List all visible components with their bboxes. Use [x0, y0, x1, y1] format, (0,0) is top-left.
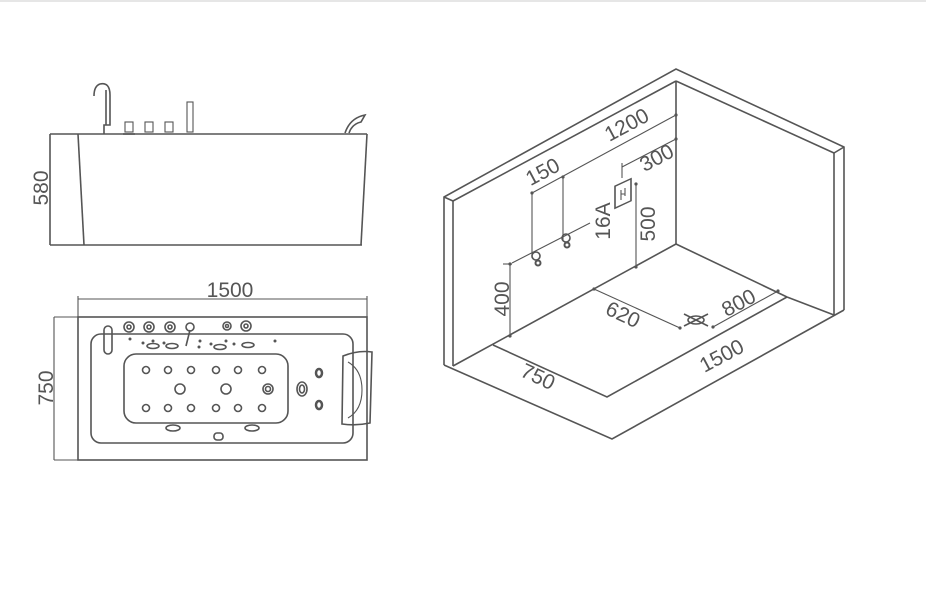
air-jets — [128, 337, 277, 351]
faucet-icon — [93, 82, 111, 134]
top-border — [0, 0, 926, 2]
dim-750-label: 750 — [517, 359, 558, 395]
side-view: 580 — [30, 82, 368, 246]
hand-shower-icon — [186, 101, 194, 133]
height-dimension-label: 580 — [30, 170, 53, 205]
dim-400-label: 400 — [491, 281, 514, 316]
dim-150-label: 150 — [522, 154, 564, 191]
body-jets — [141, 365, 324, 441]
headrest-side-icon — [344, 113, 367, 134]
length-dimension-label: 1500 — [207, 279, 254, 302]
valve-handles-icon — [123, 121, 174, 135]
water-outlet-icon — [531, 233, 571, 267]
headrest-icon — [341, 350, 373, 426]
drain-icon — [683, 313, 709, 327]
socket-box-icon — [614, 177, 632, 210]
dim-300-label: 300 — [636, 140, 678, 177]
room-installation-view: 1200 150 300 500 16A 400 620 800 1500 75… — [443, 68, 845, 440]
dim-1500-label: 1500 — [696, 335, 748, 377]
control-knobs — [123, 320, 252, 347]
dim-1200-label: 1200 — [601, 104, 653, 146]
dim-500-label: 500 — [637, 206, 660, 241]
socket-16a-label: 16A — [592, 202, 615, 239]
grab-bar-icon — [103, 325, 113, 355]
top-view: 1500 750 — [35, 279, 373, 461]
width-dimension-label: 750 — [35, 370, 58, 405]
dim-620-label: 620 — [602, 297, 643, 333]
